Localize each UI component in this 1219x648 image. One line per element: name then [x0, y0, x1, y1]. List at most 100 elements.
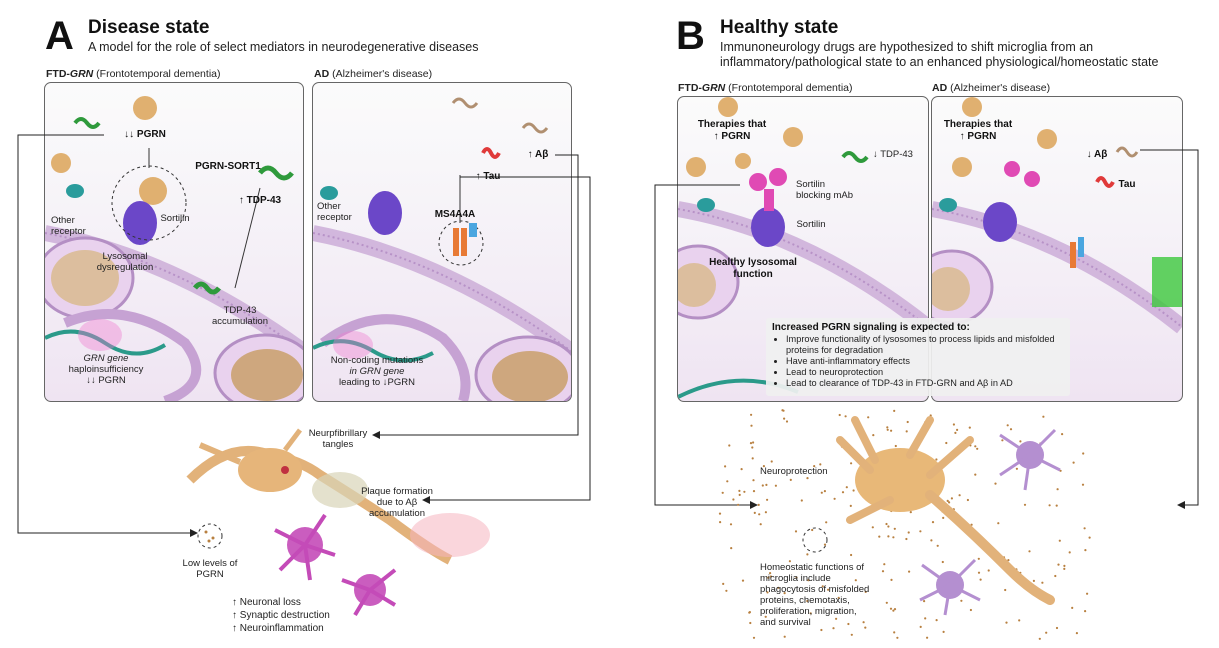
pgrn-dot — [752, 636, 756, 639]
pgrn-dot — [751, 446, 754, 449]
box-a-ad-illustration — [313, 97, 571, 401]
pgrn-dot — [997, 522, 1000, 525]
pgrn-dot — [894, 444, 897, 448]
pgrn-dot — [770, 460, 773, 463]
panel-letter-b: B — [676, 14, 705, 58]
pgrn-dot — [1084, 610, 1087, 613]
label-ms4a4a: MS4A4A — [434, 209, 476, 220]
pgrn-dot — [774, 484, 777, 487]
pgrn-dot — [764, 615, 767, 618]
pgrn-dot — [935, 458, 938, 461]
pgrn-dot — [769, 572, 772, 575]
pgrn-dot — [750, 413, 753, 416]
label-sortilin-b: Sortilin — [796, 219, 826, 230]
pgrn-dot — [892, 536, 895, 539]
pgrn-dot — [783, 635, 786, 638]
pgrn-dot — [893, 631, 896, 634]
pgrn-dot — [930, 539, 933, 542]
label-pgrn-sort1: PGRN-SORT1 — [195, 161, 261, 172]
pgrn-dot — [806, 553, 809, 556]
pgrn-dot — [820, 628, 823, 632]
pgrn-dot — [827, 588, 830, 591]
pgrn-dot — [728, 444, 731, 447]
pgrn-dot — [909, 510, 912, 514]
label-sortilin: Sortilin — [160, 213, 190, 224]
label-abeta-increase: ↑ Aβ — [527, 149, 549, 160]
pgrn-dot — [783, 592, 786, 595]
pgrn-dot — [889, 607, 893, 610]
pgrn-dot — [1042, 415, 1045, 418]
label-therapies-pgrn-ftd: Therapies that↑ PGRN — [697, 119, 767, 142]
pgrn-dot — [1055, 626, 1059, 630]
box-b-ad-title: AD (Alzheimer's disease) — [932, 82, 1051, 94]
pgrn-dot — [931, 521, 935, 524]
pgrn-dot — [767, 576, 770, 579]
pgrn-dot — [841, 491, 845, 494]
pgrn-dot — [738, 489, 741, 492]
box-a-ad-title: AD (Alzheimer's disease) — [314, 68, 433, 80]
pgrn-dot — [751, 457, 754, 460]
pgrn-dot — [729, 523, 733, 526]
pgrn-dot — [881, 570, 885, 573]
pgrn-signaling-panel: Increased PGRN signaling is expected to:… — [766, 318, 1070, 396]
pgrn-dot — [872, 434, 875, 437]
pgrn-dot — [1055, 504, 1058, 507]
pgrn-dot — [970, 523, 973, 526]
pgrn-dot — [969, 608, 972, 612]
pgrn-dot — [743, 490, 746, 493]
box-a-ftd-illustration — [45, 96, 303, 401]
pgrn-dot — [820, 491, 823, 494]
pgrn-dot — [785, 420, 789, 423]
pgrn-dot — [907, 531, 910, 534]
pgrn-dot — [1023, 503, 1027, 506]
pgrn-dot — [764, 511, 767, 514]
pgrn-dot — [979, 578, 982, 581]
pgrn-dot — [752, 490, 756, 493]
pgrn-dot — [1028, 550, 1031, 553]
label-tdp43-increase: ↑ TDP-43 — [238, 195, 282, 206]
pgrn-dot — [849, 504, 852, 507]
pgrn-dot — [852, 489, 855, 492]
pgrn-dot — [837, 596, 840, 600]
pgrn-dot — [864, 590, 867, 594]
signaling-item: Have anti-inflammatory effects — [786, 356, 1064, 367]
pgrn-dot — [1018, 619, 1021, 622]
pgrn-dot — [782, 409, 785, 412]
pgrn-dot — [966, 498, 969, 502]
pgrn-dot — [737, 503, 740, 506]
pgrn-dot — [1059, 469, 1062, 472]
pgrn-dot — [871, 526, 874, 529]
pgrn-dot — [905, 430, 908, 433]
pgrn-dot — [850, 553, 853, 557]
pgrn-dot — [722, 582, 725, 586]
pgrn-dot — [832, 627, 835, 630]
pgrn-dot — [725, 589, 728, 592]
pgrn-dot — [789, 478, 792, 481]
pgrn-dot — [749, 621, 752, 625]
pgrn-dot — [987, 569, 990, 572]
signaling-item: Lead to clearance of TDP-43 in FTD-GRN a… — [786, 378, 1064, 389]
pgrn-dot — [948, 501, 951, 504]
pgrn-dot — [864, 626, 867, 629]
pgrn-dot — [954, 431, 957, 434]
pgrn-dot — [769, 575, 772, 578]
pgrn-dot — [724, 465, 727, 468]
pgrn-dot — [719, 521, 722, 524]
pgrn-dot — [806, 477, 809, 480]
pgrn-dot — [977, 571, 981, 574]
pgrn-dot — [1063, 567, 1066, 571]
label-tdp43-decrease: ↓ TDP-43 — [873, 149, 913, 160]
box-b-ftd-title: FTD-GRN (Frontotemporal dementia) — [678, 82, 853, 94]
pgrn-dot — [919, 530, 922, 533]
pgrn-dot — [838, 413, 841, 417]
pgrn-dot — [783, 417, 786, 420]
pgrn-dot — [886, 426, 889, 429]
pgrn-dot — [1068, 551, 1071, 554]
pgrn-dot — [844, 415, 847, 418]
box-a-ftd-title: FTD-GRN (Frontotemporal dementia) — [46, 68, 221, 80]
pgrn-dot — [890, 578, 893, 582]
pgrn-dot — [738, 493, 741, 496]
